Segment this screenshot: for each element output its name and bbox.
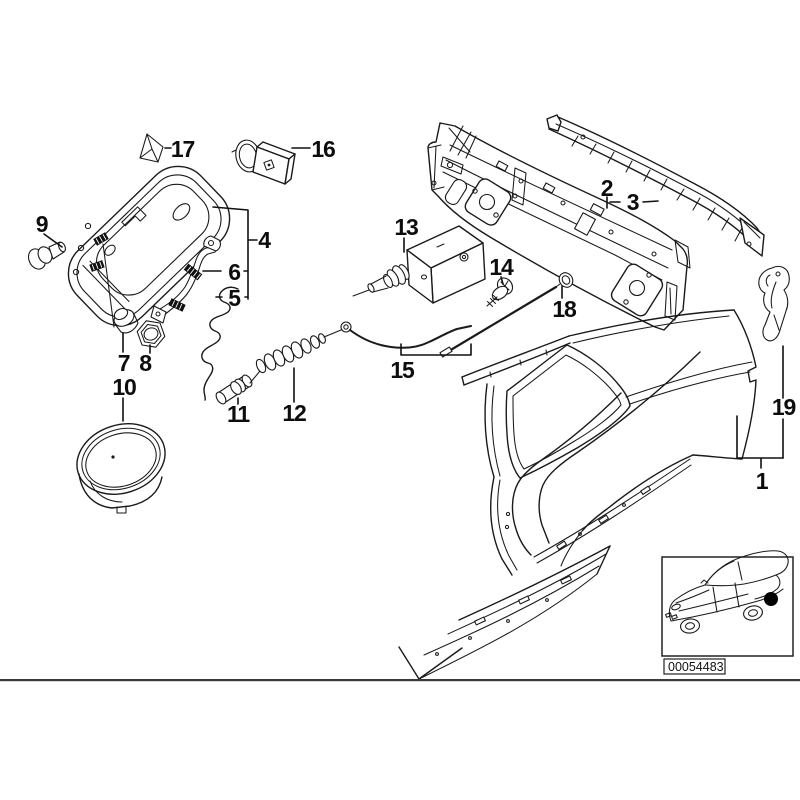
diagram-code-box: 00054483 [663, 658, 726, 675]
page-divider [0, 679, 800, 682]
leader-line-9 [43, 233, 63, 248]
callout-11[interactable]: 11 [227, 401, 252, 427]
callout-1[interactable]: 1 [756, 468, 770, 494]
callout-4[interactable]: 4 [258, 227, 272, 253]
diagram-code-text: 00054483 [668, 660, 724, 674]
callout-10[interactable]: 10 [112, 374, 137, 400]
pocket-drawing [76, 423, 166, 514]
leader-bracket-4-6-5 [202, 206, 258, 300]
rivet-drawing [27, 241, 66, 270]
callout-14[interactable]: 14 [489, 254, 515, 280]
screw-drawing [486, 277, 514, 308]
callout-13[interactable]: 13 [394, 214, 419, 240]
callout-12[interactable]: 12 [282, 400, 307, 426]
cable-drawing [323, 321, 472, 349]
callout-7[interactable]: 7 [118, 350, 131, 376]
car-locator-thumbnail [661, 550, 794, 657]
location-marker-dot [764, 592, 778, 606]
callout-9[interactable]: 9 [36, 211, 49, 237]
callout-16[interactable]: 16 [311, 136, 336, 162]
actuator-drawing [352, 225, 486, 304]
quarter-panel-drawing [398, 309, 757, 680]
wedge-drawing [139, 133, 164, 163]
callout-labels: 1 2 3 4 5 6 7 8 9 10 11 12 13 14 15 16 1… [36, 136, 797, 494]
leader-line-3 [609, 200, 659, 203]
bracket-19-drawing [758, 265, 790, 342]
corrugated-sleeve-drawing [249, 333, 326, 384]
tail-panel-drawing [427, 122, 691, 331]
callout-6[interactable]: 6 [228, 259, 241, 285]
rear-rail-drawing [546, 114, 765, 257]
sleeve-drawing [215, 374, 253, 405]
plug-drawing [231, 139, 296, 185]
callout-18[interactable]: 18 [552, 296, 578, 322]
grommet-drawing [113, 307, 139, 334]
callout-leaders [43, 147, 784, 469]
leader-line-14 [500, 276, 504, 285]
callout-5[interactable]: 5 [228, 285, 242, 311]
spring-drawing [201, 286, 239, 401]
nut-drawing [136, 320, 166, 348]
callout-17[interactable]: 17 [171, 136, 196, 162]
callout-3[interactable]: 3 [627, 189, 640, 215]
leader-bracket-15 [400, 343, 472, 356]
hinge-drawing [150, 235, 221, 324]
leader-bracket-1 [736, 415, 784, 469]
callout-2[interactable]: 2 [601, 175, 614, 201]
callout-8[interactable]: 8 [139, 350, 153, 376]
callout-15[interactable]: 15 [390, 357, 416, 383]
callout-19[interactable]: 19 [772, 394, 797, 420]
filler-housing-drawing [67, 165, 231, 328]
car-outline-icon [665, 550, 789, 634]
